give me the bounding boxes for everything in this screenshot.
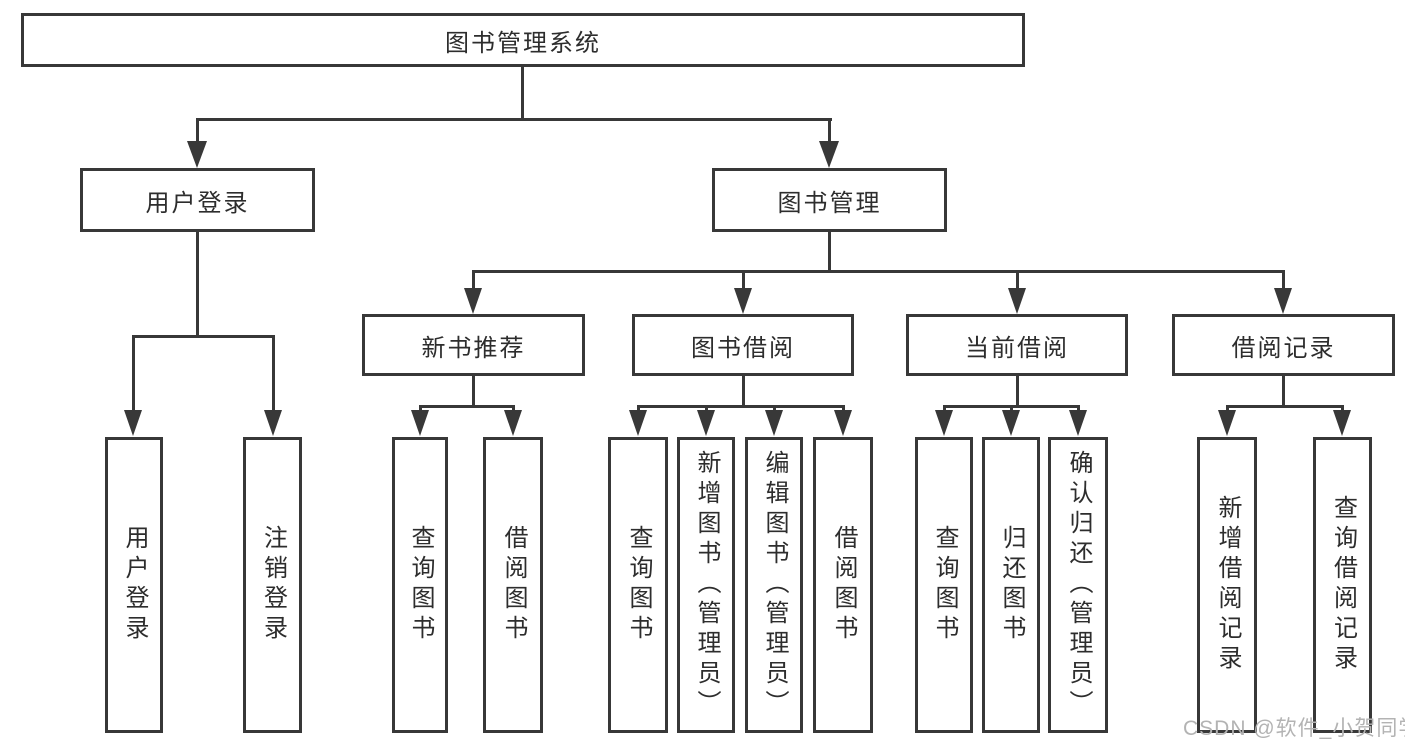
arrow-down-icon xyxy=(504,410,522,436)
node-book-management: 图书管理 xyxy=(712,168,947,232)
arrow-shaft xyxy=(842,405,845,413)
leaf-records-add: 新增借阅记录 xyxy=(1197,437,1257,733)
node-root: 图书管理系统 xyxy=(21,13,1025,67)
arrow-shaft xyxy=(742,270,745,292)
arrow-shaft xyxy=(1077,405,1080,413)
arrow-down-icon xyxy=(1008,288,1026,314)
arrow-shaft xyxy=(512,405,515,413)
leaf-records-query: 查询借阅记录 xyxy=(1313,437,1372,733)
arrow-down-icon xyxy=(1069,410,1087,436)
connector-root-stem xyxy=(521,65,524,121)
leaf-borrow-borrow-label: 借阅图书 xyxy=(830,525,857,645)
node-current-borrow-label: 当前借阅 xyxy=(965,334,1069,362)
arrow-shaft xyxy=(272,335,275,411)
connector-book-borrow-bar xyxy=(637,405,845,408)
node-borrow-records-label: 借阅记录 xyxy=(1231,334,1336,362)
arrow-shaft xyxy=(472,270,475,292)
leaf-newbook-borrow-label: 借阅图书 xyxy=(500,525,527,645)
leaf-current-return: 归还图书 xyxy=(982,437,1040,733)
leaf-logout: 注销登录 xyxy=(243,437,302,733)
connector-new-book-stem xyxy=(472,376,475,408)
arrow-down-icon xyxy=(411,410,429,436)
leaf-borrow-query-label: 查询图书 xyxy=(625,525,652,645)
node-borrow-records: 借阅记录 xyxy=(1172,314,1395,376)
connector-borrow-records-stem xyxy=(1282,376,1285,408)
leaf-user-login-label: 用户登录 xyxy=(121,525,148,645)
arrow-shaft xyxy=(1282,270,1285,292)
connector-level3-bar xyxy=(472,270,1285,273)
leaf-current-confirm-admin: 确认归还（管理员） xyxy=(1048,437,1108,733)
arrow-shaft xyxy=(773,405,776,413)
watermark: CSDN @软件_小贺同学 xyxy=(1183,717,1405,740)
connector-user-login-stem xyxy=(196,232,199,338)
arrow-down-icon xyxy=(464,288,482,314)
arrow-shaft xyxy=(196,118,199,146)
leaf-records-query-label: 查询借阅记录 xyxy=(1329,495,1357,675)
arrow-down-icon xyxy=(264,410,282,436)
connector-current-borrow-stem xyxy=(1016,376,1019,408)
leaf-borrow-edit-admin: 编辑图书（管理员） xyxy=(745,437,803,733)
arrow-shaft xyxy=(419,405,422,413)
leaf-current-confirm-admin-label: 确认归还（管理员） xyxy=(1065,450,1092,720)
leaf-logout-label: 注销登录 xyxy=(259,525,287,645)
node-book-management-label: 图书管理 xyxy=(777,189,882,217)
arrow-shaft xyxy=(637,405,640,413)
leaf-newbook-query: 查询图书 xyxy=(392,437,448,733)
leaf-current-return-label: 归还图书 xyxy=(998,525,1025,645)
arrow-shaft xyxy=(1010,405,1013,413)
leaf-borrow-add-admin: 新增图书（管理员） xyxy=(677,437,735,733)
leaf-current-query-label: 查询图书 xyxy=(931,525,958,645)
arrow-down-icon xyxy=(1218,410,1236,436)
connector-level2-bar xyxy=(196,118,832,121)
leaf-newbook-borrow: 借阅图书 xyxy=(483,437,543,733)
arrow-down-icon xyxy=(935,410,953,436)
leaf-newbook-query-label: 查询图书 xyxy=(407,525,434,645)
leaf-user-login: 用户登录 xyxy=(105,437,163,733)
arrow-down-icon xyxy=(1333,410,1351,436)
node-book-borrow-label: 图书借阅 xyxy=(691,334,795,362)
arrow-shaft xyxy=(1341,405,1344,413)
node-new-book-recommend-label: 新书推荐 xyxy=(421,334,526,362)
node-book-borrow: 图书借阅 xyxy=(632,314,854,376)
connector-user-login-bar xyxy=(132,335,275,338)
leaf-borrow-borrow: 借阅图书 xyxy=(813,437,873,733)
arrow-shaft xyxy=(1226,405,1229,413)
arrow-down-icon xyxy=(124,410,142,436)
arrow-down-icon xyxy=(819,141,839,168)
leaf-borrow-edit-admin-label: 编辑图书（管理员） xyxy=(761,450,788,720)
connector-borrow-records-bar xyxy=(1226,405,1344,408)
leaf-borrow-query: 查询图书 xyxy=(608,437,668,733)
arrow-shaft xyxy=(828,118,831,146)
leaf-records-add-label: 新增借阅记录 xyxy=(1214,495,1241,675)
arrow-down-icon xyxy=(697,410,715,436)
arrow-shaft xyxy=(943,405,946,413)
leaf-borrow-add-admin-label: 新增图书（管理员） xyxy=(693,450,720,720)
connector-book-management-stem xyxy=(828,232,831,273)
arrow-shaft xyxy=(705,405,708,413)
arrow-down-icon xyxy=(187,141,207,168)
arrow-down-icon xyxy=(765,410,783,436)
node-root-label: 图书管理系统 xyxy=(445,29,601,57)
arrow-down-icon xyxy=(1274,288,1292,314)
arrow-down-icon xyxy=(629,410,647,436)
arrow-down-icon xyxy=(734,288,752,314)
arrow-down-icon xyxy=(834,410,852,436)
node-current-borrow: 当前借阅 xyxy=(906,314,1128,376)
arrow-shaft xyxy=(1016,270,1019,292)
node-user-login-label: 用户登录 xyxy=(145,189,250,217)
node-new-book-recommend: 新书推荐 xyxy=(362,314,585,376)
leaf-current-query: 查询图书 xyxy=(915,437,973,733)
arrow-shaft xyxy=(132,335,135,411)
node-user-login: 用户登录 xyxy=(80,168,315,232)
connector-new-book-bar xyxy=(419,405,515,408)
connector-book-borrow-stem xyxy=(742,376,745,408)
arrow-down-icon xyxy=(1002,410,1020,436)
